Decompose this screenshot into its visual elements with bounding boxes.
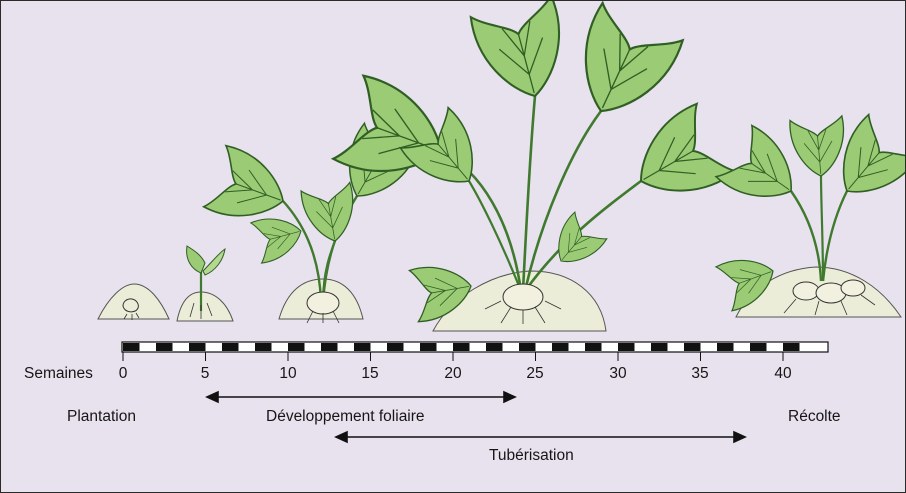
- week-scale-bar: [122, 342, 828, 361]
- tick-label: 5: [201, 366, 210, 382]
- plant-stage-2: [177, 246, 233, 321]
- scale-segment: [486, 343, 503, 351]
- tick-label: 35: [691, 366, 708, 382]
- scale-segment: [453, 343, 470, 351]
- scale-segment: [750, 343, 767, 351]
- tick-label: 20: [444, 366, 461, 382]
- plant-stage-4: [333, 1, 736, 331]
- scale-segment: [684, 343, 701, 351]
- weeks-axis-label: Semaines: [24, 366, 93, 382]
- stage-label-plantation: Plantation: [67, 409, 136, 425]
- plant-stage-1: [98, 284, 169, 320]
- tick-label: 30: [609, 366, 626, 382]
- tick-label: 10: [279, 366, 296, 382]
- arrow-tuberisation: [336, 432, 745, 442]
- arrow-developpement-foliaire: [207, 392, 515, 402]
- scale-segment: [552, 343, 569, 351]
- tick-label: 25: [526, 366, 543, 382]
- tick-label: 0: [119, 366, 128, 382]
- scale-segment: [420, 343, 437, 351]
- stage-label-tuberisation: Tubérisation: [489, 448, 574, 464]
- stage-label-developpement-foliaire: Développement foliaire: [266, 409, 425, 425]
- scale-tick-marks: [123, 352, 783, 361]
- scale-segment: [651, 343, 668, 351]
- scale-segment: [354, 343, 371, 351]
- scale-segment: [189, 343, 206, 351]
- stage-label-recolte: Récolte: [788, 409, 841, 425]
- tick-label: 15: [361, 366, 378, 382]
- plant-stage-5: [716, 114, 906, 317]
- scale-segment: [519, 343, 536, 351]
- scale-segment: [618, 343, 635, 351]
- scale-segment: [321, 343, 338, 351]
- scale-segment: [717, 343, 734, 351]
- scale-segment: [222, 343, 239, 351]
- scale-segment: [783, 343, 800, 351]
- scale-segment: [156, 343, 173, 351]
- scale-segment: [255, 343, 272, 351]
- scale-segment: [123, 343, 140, 351]
- scale-segment: [387, 343, 404, 351]
- tick-label: 40: [774, 366, 791, 382]
- scale-segments: [123, 343, 800, 351]
- scale-segment: [288, 343, 305, 351]
- scale-segment: [585, 343, 602, 351]
